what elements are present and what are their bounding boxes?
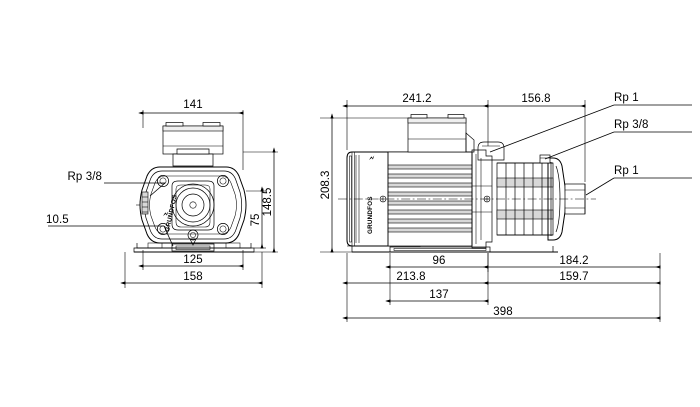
brand-text-side: GRUNDFOS bbox=[367, 196, 374, 234]
dim-241-2: 241.2 bbox=[402, 93, 431, 105]
shaft-boss-front bbox=[171, 183, 215, 227]
grundfos-logo-side: GRUNDFOS bbox=[367, 155, 375, 234]
label-rp38-front: Rp 3/8 bbox=[68, 171, 102, 183]
terminal-box-side bbox=[407, 114, 475, 153]
side-section-view: GRUNDFOS bbox=[338, 114, 596, 253]
dim-141: 141 bbox=[183, 99, 203, 111]
dim-156-8: 156.8 bbox=[521, 93, 550, 105]
front-view-dimensions: 141 148.5 75 125 158 Rp 3/8 10.5 bbox=[46, 99, 278, 288]
priming-port-front bbox=[141, 191, 149, 215]
side-view-dimensions: 241.2 156.8 208.3 96 184.2 213.8 159.7 bbox=[320, 92, 692, 322]
drain-plug-front bbox=[187, 229, 199, 246]
dim-184-2: 184.2 bbox=[559, 255, 588, 267]
dim-398: 398 bbox=[493, 306, 513, 318]
dim-158: 158 bbox=[183, 271, 203, 283]
base-feet-side bbox=[347, 245, 558, 253]
inner-flange-front bbox=[171, 180, 215, 231]
label-rp1-suction: Rp 1 bbox=[614, 92, 639, 104]
label-10-5: 10.5 bbox=[46, 214, 69, 226]
label-rp1-discharge: Rp 1 bbox=[614, 165, 639, 177]
dim-208-3: 208.3 bbox=[320, 171, 332, 200]
dim-137: 137 bbox=[429, 289, 449, 301]
dim-96: 96 bbox=[433, 255, 446, 267]
dim-159-7: 159.7 bbox=[559, 271, 588, 283]
suction-port-side bbox=[477, 141, 505, 161]
corner-bolt-bosses-front bbox=[157, 175, 229, 235]
dim-148-5: 148.5 bbox=[262, 188, 274, 217]
dim-213-8: 213.8 bbox=[396, 271, 425, 283]
terminal-neck-front bbox=[172, 148, 214, 167]
dim-125: 125 bbox=[183, 254, 203, 266]
label-rp38-priming: Rp 3/8 bbox=[614, 119, 648, 131]
dim-75: 75 bbox=[250, 214, 262, 227]
